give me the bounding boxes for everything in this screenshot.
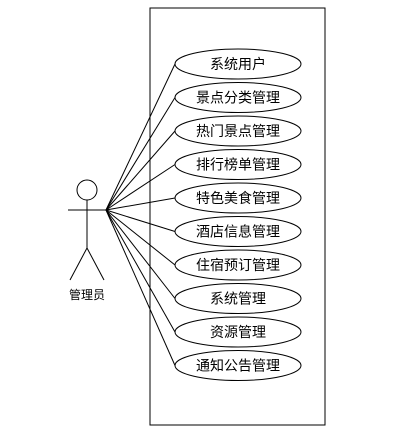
use-case-label: 特色美食管理 [196, 190, 280, 207]
use-case-label: 酒店信息管理 [196, 224, 280, 241]
actor-right-leg [86, 247, 105, 281]
association-line [105, 209, 176, 366]
use-case-label: 系统用户 [210, 56, 266, 73]
use-case-label: 通知公告管理 [196, 358, 280, 375]
association-line [105, 209, 176, 232]
actor-figure [68, 179, 106, 281]
use-cases: 系统用户景点分类管理热门景点管理排行榜单管理特色美食管理酒店信息管理住宿预订管理… [174, 48, 302, 381]
use-case-label: 景点分类管理 [196, 91, 280, 107]
actor-label: 管理员 [69, 287, 105, 302]
use-case-label: 住宿预订管理 [196, 257, 280, 274]
use-case-ellipse [174, 283, 302, 314]
use-case-ellipse [174, 82, 302, 113]
association-line [105, 63, 176, 211]
use-case-ellipse [174, 316, 302, 348]
use-case-ellipse [174, 216, 302, 247]
actor-head [76, 179, 98, 201]
association-line [105, 130, 176, 211]
use-case-label: 资源管理 [210, 325, 266, 341]
association-line [105, 197, 176, 211]
association-line [105, 209, 176, 299]
use-case-label: 排行榜单管理 [196, 157, 280, 174]
use-case-ellipse [174, 249, 302, 281]
actor-left-leg [69, 247, 88, 281]
use-case-label: 系统管理 [210, 292, 266, 308]
use-case-ellipse [174, 149, 302, 180]
use-case-ellipse [174, 48, 302, 80]
association-line [105, 209, 176, 266]
association-line [105, 97, 176, 211]
use-case-ellipse [174, 350, 302, 381]
association-line [105, 164, 176, 211]
association-line [105, 209, 176, 333]
use-case-ellipse [174, 115, 302, 147]
association-lines [105, 63, 176, 366]
use-case-label: 热门景点管理 [196, 124, 280, 140]
use-case-ellipse [174, 182, 302, 214]
